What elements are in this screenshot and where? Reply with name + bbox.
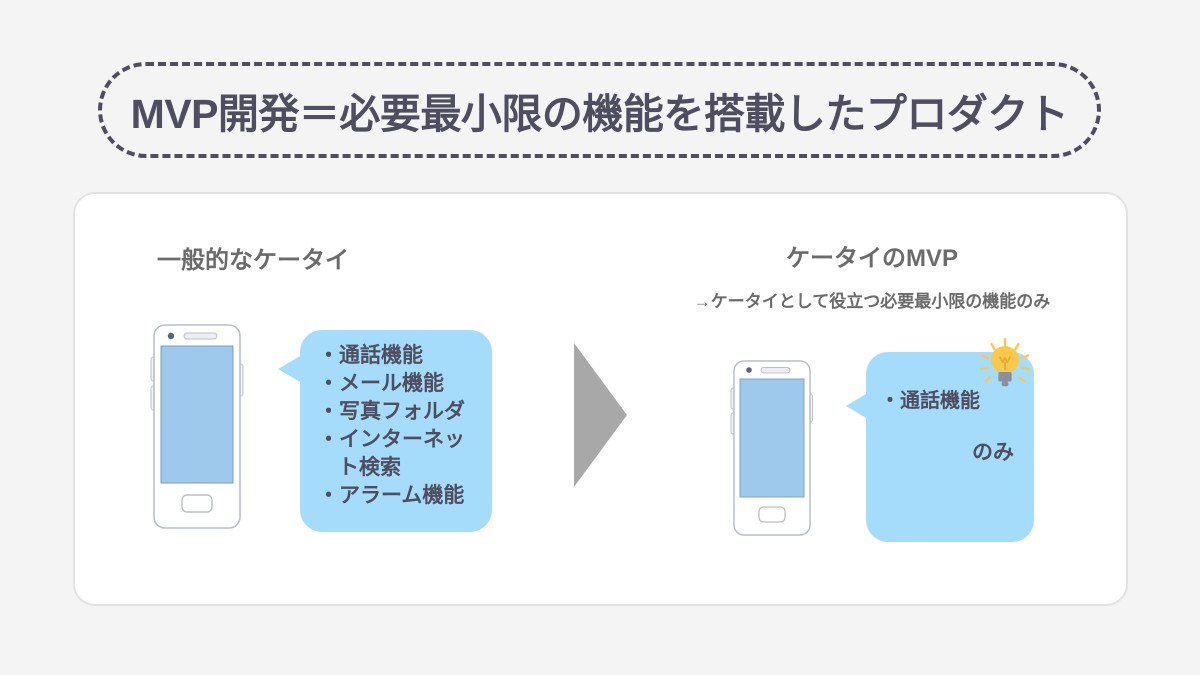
list-item: ・メール機能 bbox=[318, 371, 444, 395]
right-column-heading: ケータイのMVP bbox=[785, 245, 958, 272]
right-column-subheading: →ケータイとして役立つ必要最小限の機能のみ bbox=[693, 292, 1051, 311]
title-pill: MVP開発＝必要最小限の機能を搭載したプロダクト bbox=[98, 62, 1101, 158]
smartphone-icon bbox=[730, 360, 813, 536]
bubble-tail-icon bbox=[278, 356, 300, 382]
transition-arrow bbox=[574, 343, 627, 492]
list-item: ト検索 bbox=[338, 455, 401, 479]
smartphone-icon-left bbox=[140, 324, 254, 529]
right-feature-list: ・通話機能 bbox=[880, 388, 1026, 415]
list-item: ・インターネッ bbox=[318, 427, 465, 451]
smartphone-icon bbox=[150, 324, 244, 529]
lightbulb-icon bbox=[979, 337, 1031, 387]
left-feature-bubble: ・通話機能 ・メール機能 ・写真フォルダ ・インターネッ ト検索 ・アラーム機能 bbox=[278, 330, 492, 532]
idea-indicator bbox=[977, 337, 1033, 398]
smartphone-icon-right bbox=[722, 360, 822, 536]
left-feature-list: ・通話機能 ・メール機能 ・写真フォルダ ・インターネッ ト検索 ・アラーム機能 bbox=[318, 342, 484, 510]
list-item: ・通話機能 bbox=[880, 390, 980, 412]
list-item: ・通話機能 bbox=[318, 344, 423, 367]
bubble-tail-icon bbox=[846, 394, 866, 418]
emphasis-label: のみ bbox=[972, 441, 1014, 464]
list-item: ・写真フォルダ bbox=[318, 399, 465, 423]
triangle-right-icon bbox=[574, 343, 627, 487]
list-item: ・アラーム機能 bbox=[318, 483, 465, 507]
left-column-heading: 一般的なケータイ bbox=[157, 247, 349, 274]
page-title: MVP開発＝必要最小限の機能を搭載したプロダクト bbox=[130, 91, 1069, 137]
